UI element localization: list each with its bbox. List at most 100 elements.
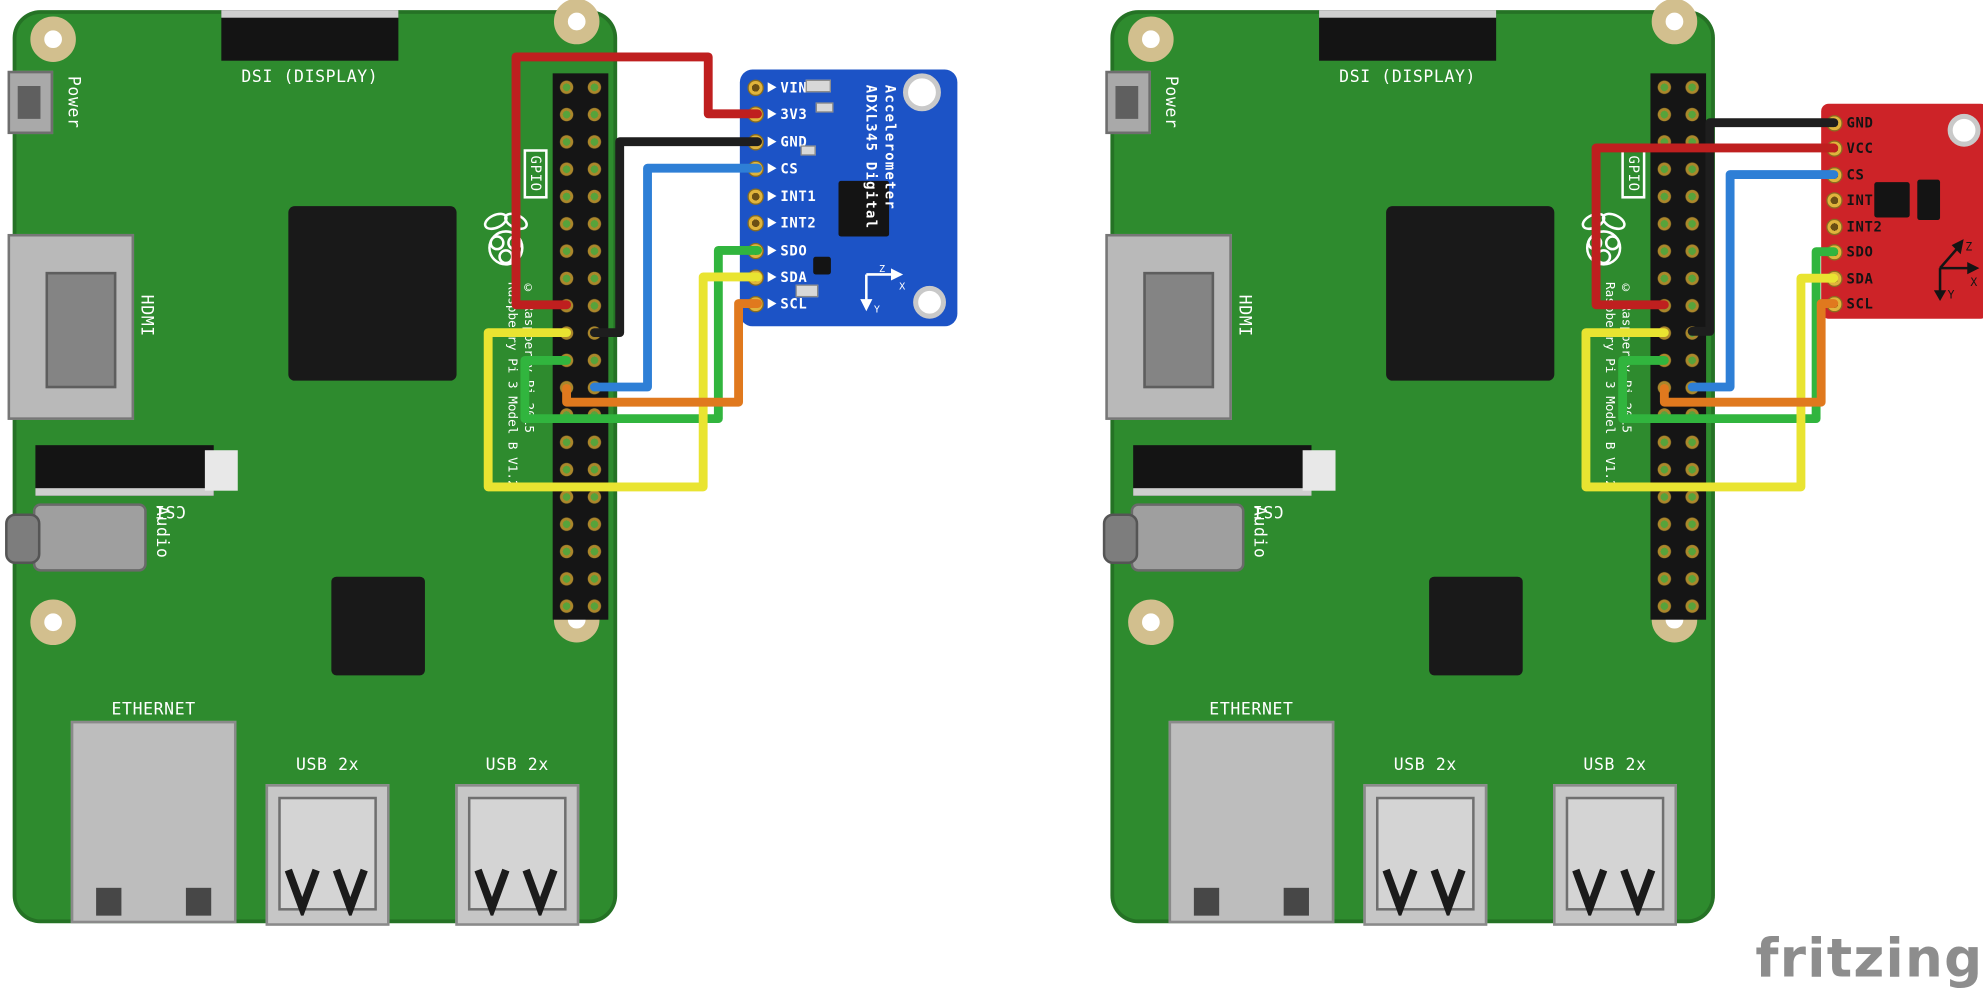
dsi-label: DSI (DISPLAY): [241, 68, 379, 88]
pin-pad: [1826, 166, 1843, 183]
audio-jack-barrel: [5, 513, 41, 565]
breakout-title-line2: Accelerometer: [881, 84, 898, 211]
smd-component: [815, 102, 834, 113]
pin-label: SDA: [1846, 270, 1874, 287]
fritzing-watermark: fritzing: [1755, 927, 1983, 989]
pin-row: SDA: [1826, 268, 1873, 288]
ethernet-port: [70, 720, 237, 924]
ethernet-port: [1168, 720, 1335, 924]
audio-label: Audio: [1249, 505, 1269, 559]
board-name-text: Raspberry Pi 3 Model B V1.2 © Raspberry …: [1601, 282, 1634, 507]
raspberry-pi-board-left: Power DSI (DISPLAY) HDMI CSI (CAMERA) Au…: [5, 0, 618, 926]
dsi-connector: [1319, 10, 1497, 61]
mounting-hole: [30, 599, 76, 645]
ethernet-foot: [185, 887, 212, 916]
adxl345-ic: [838, 180, 890, 237]
wire-left-cs-blue: [589, 163, 762, 392]
pin-pad: [1826, 295, 1843, 312]
audio-jack-barrel: [1102, 513, 1139, 565]
usb-label: USB 2x: [1393, 756, 1457, 776]
adafruit-adxl345-board: VIN 3V3 GND CS INT1 INT2 SDO SDA SCL ADX…: [739, 69, 958, 327]
pin-row: GND: [747, 132, 807, 152]
axis-x-label: X: [899, 282, 905, 293]
axis-indicator: X Y Z: [860, 264, 905, 315]
pin-label: INT2: [1846, 218, 1883, 235]
axis-indicator: X Y Z: [1933, 239, 1980, 301]
pin-row: INT2: [1826, 216, 1882, 236]
pin-label: INT1: [1846, 191, 1883, 209]
usb-label: USB 2x: [485, 756, 549, 776]
pin-pad: [747, 295, 764, 312]
ethernet-foot: [1283, 887, 1309, 916]
mounting-hole: [1128, 599, 1174, 645]
pin-label: GND: [780, 133, 808, 150]
mounting-hole: [553, 0, 600, 45]
hdmi-port: [1105, 233, 1232, 420]
axis-z-label: Z: [1965, 239, 1972, 253]
csi-latch: [204, 450, 238, 491]
mounting-hole: [913, 285, 946, 319]
pin-label: CS: [1846, 166, 1865, 183]
pin-row: VCC: [1826, 138, 1873, 158]
pin-row: INT2: [747, 212, 816, 232]
gpio-label: GPIO: [523, 149, 548, 198]
mounting-hole: [1947, 113, 1981, 147]
pin-pad: [1826, 270, 1843, 287]
usb-port: [265, 784, 390, 926]
dsi-label: DSI (DISPLAY): [1339, 68, 1477, 88]
pin-label: SCL: [780, 295, 808, 312]
pin-pad: [1826, 243, 1843, 260]
board-copyright-line: © Raspberry Pi 2015: [1618, 282, 1633, 434]
pin-row: VIN: [747, 77, 807, 97]
mounting-hole: [902, 73, 941, 112]
axis-y-label: Y: [1948, 287, 1955, 301]
usb-label: USB 2x: [295, 756, 360, 776]
wire-left-gnd-black: [589, 137, 762, 338]
pin-label: 3V3: [780, 105, 808, 123]
mounting-hole: [1128, 16, 1174, 62]
breakout-title: ADXL345 Digital Accelerometer: [861, 85, 899, 325]
gpio-header: [1650, 73, 1707, 620]
soc-chip: [288, 206, 457, 381]
pin-pad: [747, 79, 764, 96]
dsi-connector: [221, 10, 399, 61]
hdmi-label: HDMI: [1234, 294, 1254, 337]
pin-arrow-icon: [767, 108, 777, 119]
pin-arrow-icon: [767, 136, 777, 147]
smd-component: [800, 145, 816, 156]
board-name-line: Raspberry Pi 3 Model B V1.2: [504, 282, 519, 488]
pin-label: SDA: [780, 268, 808, 286]
usb-prongs-icon: [474, 868, 558, 916]
micro-usb-power-port: [1105, 70, 1151, 135]
pin-arrow-icon: [767, 163, 777, 174]
usb-label: USB 2x: [1583, 756, 1647, 776]
raspberry-pi-logo-icon: [483, 212, 528, 266]
micro-usb-power-port: [7, 70, 54, 135]
usb-prongs-icon: [1572, 868, 1656, 916]
board-name-text: Raspberry Pi 3 Model B V1.2 © Raspberry …: [503, 282, 536, 507]
adxl345-ic: [1874, 182, 1910, 218]
pin-arrow-icon: [767, 190, 777, 202]
raspberry-pi-board-right: Power DSI (DISPLAY) HDMI CSI (CAMERA) Au…: [1102, 0, 1715, 926]
pin-pad: [747, 214, 764, 231]
power-label: Power: [63, 75, 83, 129]
smd-component: [813, 256, 831, 275]
pin-label: SDO: [1846, 243, 1874, 260]
usb-port-inner: [278, 796, 377, 911]
hdmi-port: [7, 233, 135, 420]
raspberry-pi-logo-icon: [1581, 212, 1626, 266]
pin-row: INT1: [747, 186, 816, 206]
power-port-inner: [17, 85, 41, 119]
pin-label: VIN: [780, 79, 808, 96]
pin-pad: [1826, 218, 1843, 235]
usb-prongs-icon: [1382, 868, 1466, 916]
pin-label: INT1: [780, 187, 817, 205]
pin-arrow-icon: [767, 82, 777, 93]
gpio-header: [552, 73, 609, 620]
pin-row: 3V3: [747, 104, 807, 124]
pin-arrow-icon: [767, 271, 777, 283]
pin-row: CS: [747, 158, 798, 178]
audio-label: Audio: [151, 505, 171, 559]
ethernet-foot: [96, 887, 122, 916]
pin-row: CS: [1826, 164, 1864, 184]
